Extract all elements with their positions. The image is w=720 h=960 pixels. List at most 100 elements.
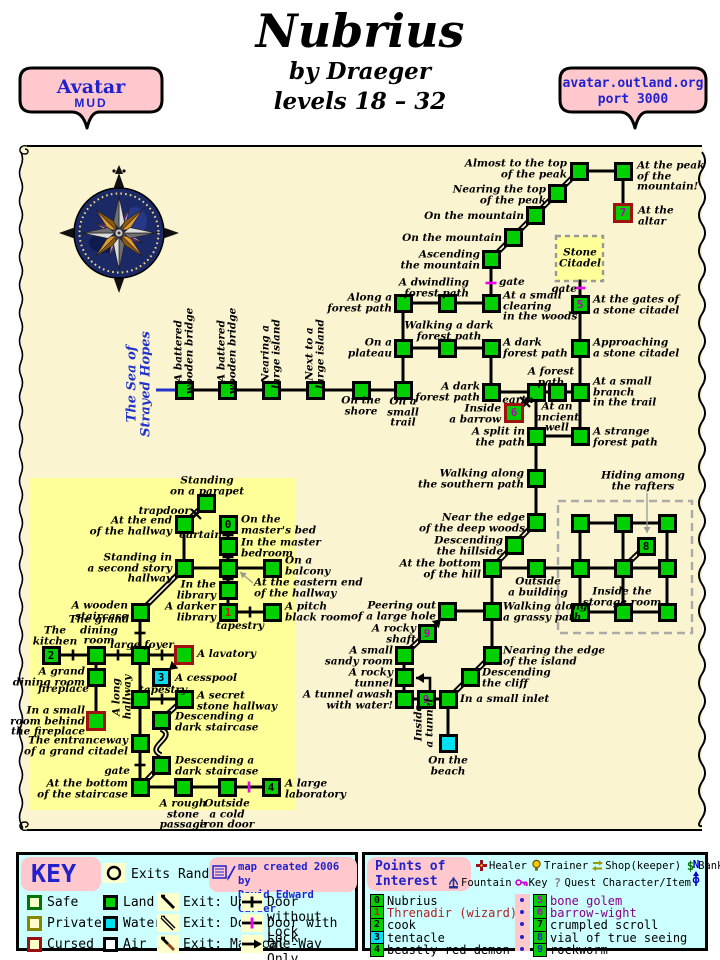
- map-room-citadel-gates: 5: [570, 294, 590, 314]
- door-icon: [241, 893, 263, 911]
- map-room-walking-dark: [437, 338, 457, 358]
- map-room-lavatory: [174, 645, 194, 665]
- map-room-library: [218, 580, 238, 600]
- key-item-label: Exit: Up: [183, 895, 246, 910]
- map-region-box: [30, 478, 295, 810]
- room-number: 9: [423, 626, 431, 640]
- one-way-icon: [241, 935, 263, 953]
- trainer-icon: [532, 859, 541, 871]
- map-room-dwindling: [437, 293, 457, 313]
- north-label: N: [692, 858, 700, 871]
- poi-service: ? Quest Character/Item: [551, 876, 691, 889]
- map-room-sandy: [394, 645, 414, 665]
- map-room-foyer: [130, 645, 150, 665]
- server-address-bubble: [558, 66, 708, 130]
- room-number: 8: [642, 539, 650, 553]
- swatch-cursed-icon: [27, 937, 42, 952]
- map-room-dark-forest-lower: [481, 382, 501, 402]
- map-room-kitchen: 2: [41, 645, 61, 665]
- map-room-bridge-1: [174, 380, 194, 400]
- poi-item-label: rockworm: [550, 942, 608, 957]
- poi-service: Shop(keeper): [591, 859, 681, 872]
- poi-service-label: Shop(keeper): [605, 859, 682, 872]
- map-room-darker-library: 1: [218, 602, 238, 622]
- map-room-staircase-b: [151, 755, 171, 775]
- poi-item-label: Nubrius: [387, 894, 438, 908]
- map-room-bridge-2: [217, 380, 237, 400]
- map-room-next-island: [305, 380, 325, 400]
- map-room-grassy: [482, 601, 502, 621]
- poi-service-label: Key: [528, 876, 548, 889]
- map-room-fireplace-room: [86, 711, 106, 731]
- map-room-storage-w: [570, 558, 590, 578]
- map-room-mountain-lower: [503, 227, 523, 247]
- map-room-rocky-tunnel: [394, 667, 414, 687]
- map-room-rough-passage: [173, 777, 193, 797]
- compass-rose-icon: [59, 165, 179, 293]
- map-room-altar: 7: [613, 203, 633, 223]
- poi-service-label: Trainer: [543, 859, 589, 872]
- poi-service: Trainer: [530, 859, 588, 872]
- divider-dot: [520, 910, 524, 915]
- key-item-label: Private: [47, 916, 102, 931]
- poi-item-number: 0: [370, 894, 384, 908]
- map-room-hall2: [174, 558, 194, 578]
- poi-service-label: Bank(er): [698, 859, 720, 872]
- poi-title: Points of Interest: [375, 859, 446, 889]
- bank-icon: $: [687, 859, 694, 872]
- map-room-branch: [570, 382, 590, 402]
- map-room-nearing-top: [547, 183, 567, 203]
- poi-item-label: crumpled scroll: [550, 918, 659, 933]
- room-number: 1: [224, 605, 232, 619]
- map-room-long-hallway: [130, 689, 150, 709]
- poi-item-number: 3: [370, 930, 384, 945]
- map-room-nearing-island: [261, 380, 281, 400]
- map-room-rafters: 8: [636, 536, 656, 556]
- server-port: port 3000: [597, 92, 669, 107]
- swatch-air-icon: [103, 937, 118, 952]
- map-room-mountain-upper: [525, 205, 545, 225]
- map-room-parapet: [196, 493, 216, 513]
- map-region-box: [554, 234, 605, 283]
- poi-item-label: barrow-wight: [550, 906, 637, 921]
- map-room-cesspool: 3: [151, 667, 171, 687]
- avatar-label: Avatar: [56, 76, 126, 98]
- map-room-entranceway: [130, 733, 150, 753]
- room-number: 0: [224, 517, 232, 531]
- key-item-label: Cursed: [47, 937, 94, 952]
- randomized-circle-icon: [103, 863, 125, 883]
- map-room-laboratory: 4: [261, 777, 281, 797]
- north-arrow-icon: [692, 871, 700, 886]
- map-room-nearing-edge: [482, 645, 502, 665]
- svg-text:?: ?: [553, 876, 560, 889]
- map-room-strange: [570, 426, 590, 446]
- quest-icon: ?: [553, 876, 560, 889]
- parchment-layer: [18, 145, 706, 831]
- poi-title-chip: Points of Interest: [367, 857, 471, 891]
- key-item-label: Air: [123, 937, 147, 952]
- map-room-dark-forest-upper: [481, 338, 501, 358]
- poi-service-label: Fountain: [461, 876, 512, 889]
- map-room-secret-hallway: [174, 689, 194, 709]
- map-room-bottom-hill: [482, 558, 502, 578]
- map-room-tunnel: 9: [416, 689, 436, 709]
- healer-icon: [476, 860, 487, 871]
- map-room-grand-dining2: [86, 667, 106, 687]
- map-room-pitch-black: [262, 602, 282, 622]
- swatch-water-icon: [103, 916, 118, 931]
- poi-service-label: Quest Character/Item: [564, 876, 691, 889]
- divider-dot: [520, 946, 524, 951]
- poi-divider: [515, 894, 530, 951]
- map-room-storage-ne: [657, 513, 677, 533]
- map-room-southern: [526, 468, 546, 488]
- map-room-master-bed: 0: [218, 514, 238, 534]
- key-item-label: Safe: [47, 895, 79, 910]
- north-indicator: N: [689, 858, 703, 888]
